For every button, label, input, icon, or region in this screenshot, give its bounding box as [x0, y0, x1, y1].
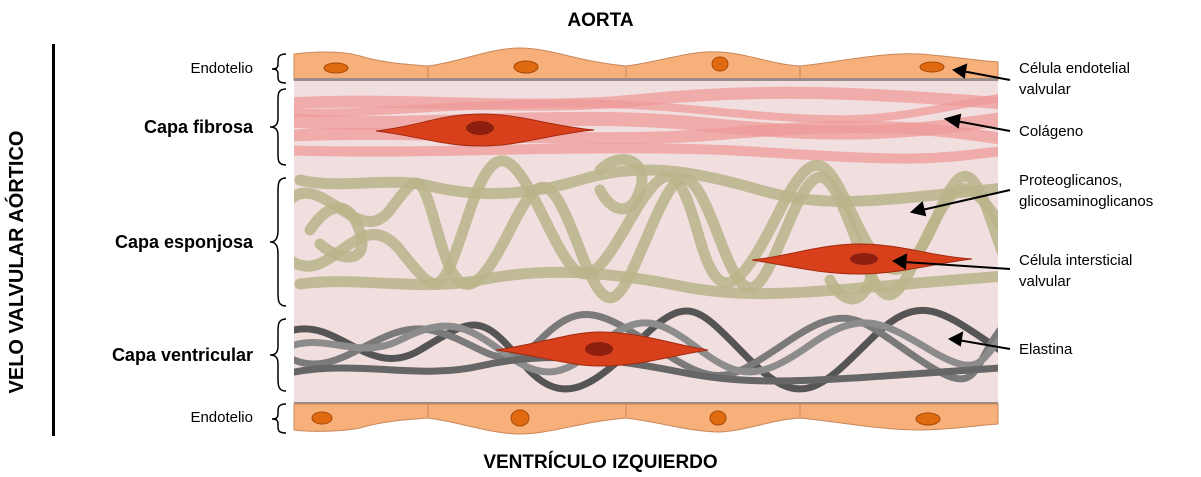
endothelial-nucleus [712, 57, 728, 71]
annotation-endothelial-cell: Célula endotelial valvular [1019, 58, 1130, 100]
annotation-endothelial-cell-line1: Célula endotelial [1019, 58, 1130, 79]
brace-fibrosa [270, 89, 286, 165]
endothelial-nucleus [710, 411, 726, 425]
endothelium-bottom [294, 402, 998, 434]
label-spongiosa: Capa esponjosa [115, 232, 253, 253]
endothelium-top [294, 48, 998, 81]
endothelial-nucleus [916, 413, 940, 425]
label-endothelium-top: Endotelio [190, 60, 253, 77]
annotation-interstitial-cell-line2: valvular [1019, 271, 1132, 292]
layer-braces [270, 54, 286, 433]
endothelial-nucleus [312, 412, 332, 424]
endothelial-nucleus [324, 63, 348, 73]
label-endothelium-bottom: Endotelio [190, 409, 253, 426]
annotation-collagen: Colágeno [1019, 121, 1083, 142]
endothelial-nucleus [511, 410, 529, 426]
annotation-elastin: Elastina [1019, 339, 1072, 360]
label-ventricularis: Capa ventricular [112, 345, 253, 366]
brace-endothelium-top [272, 54, 286, 83]
annotation-endothelial-cell-line2: valvular [1019, 79, 1130, 100]
annotation-proteoglycans: Proteoglicanos, glicosaminoglicanos [1019, 170, 1153, 212]
annotation-proteoglycans-line2: glicosaminoglicanos [1019, 191, 1153, 212]
label-fibrosa: Capa fibrosa [144, 117, 253, 138]
endothelial-nucleus [514, 61, 538, 73]
annotation-interstitial-cell: Célula intersticial valvular [1019, 250, 1132, 292]
annotation-proteoglycans-line1: Proteoglicanos, [1019, 170, 1153, 191]
endothelial-nucleus [920, 62, 944, 72]
brace-ventricularis [270, 319, 286, 391]
brace-endothelium-bottom [272, 404, 286, 433]
brace-spongiosa [270, 178, 286, 306]
annotation-interstitial-cell-line1: Célula intersticial [1019, 250, 1132, 271]
